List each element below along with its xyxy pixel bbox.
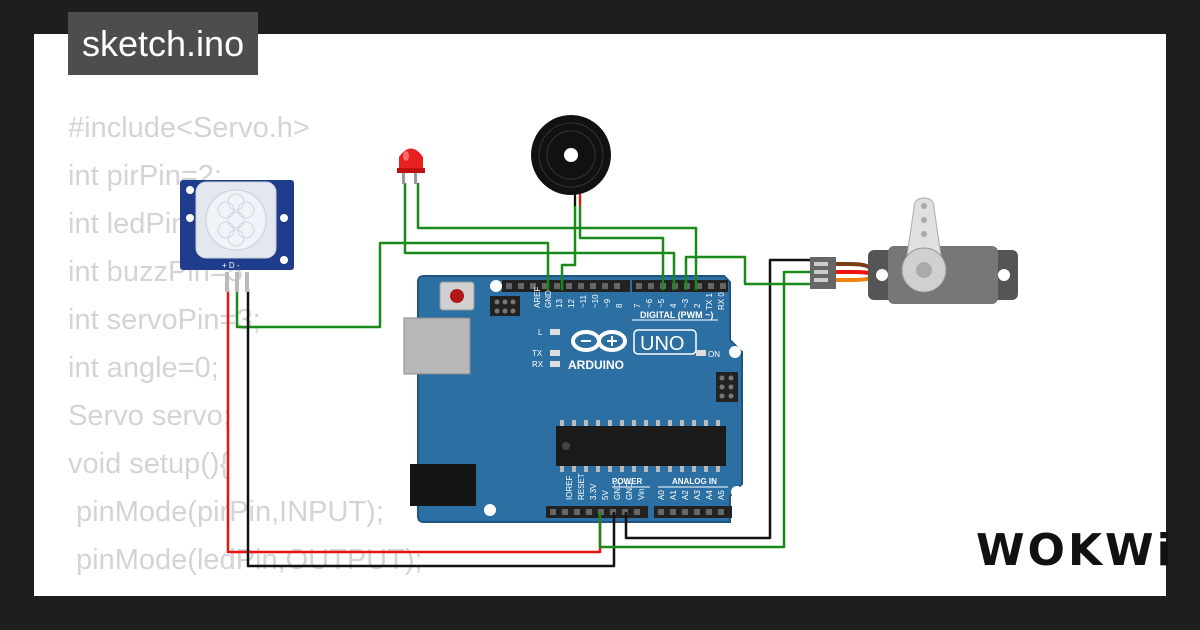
red-led[interactable] (397, 148, 425, 185)
pin-label: AREF (533, 287, 542, 308)
arduino-brand: ARDUINO (568, 358, 624, 372)
pin-label: GND (544, 290, 553, 308)
pin-label: 13 (555, 299, 564, 308)
pir-pin-labels: + D - (222, 261, 240, 270)
pir-sensor[interactable]: + D - (180, 180, 294, 292)
pin-label: A0 (657, 490, 666, 500)
rx-led-label: RX (532, 360, 544, 369)
code-line: pinMode(ledPin,OUTPUT); (68, 544, 423, 576)
pin-label: A5 (717, 490, 726, 500)
pin-label: A4 (705, 490, 714, 500)
pin-label: A2 (681, 490, 690, 500)
wire-pir-signal[interactable] (235, 241, 550, 329)
code-line: int angle=0; (68, 352, 219, 384)
uno-model: UNO (640, 333, 684, 355)
l-led (550, 329, 560, 335)
reset-button-cap (450, 289, 464, 303)
pin-label: ~6 (645, 298, 654, 308)
code-line: pinMode(pirPin,INPUT); (68, 496, 384, 528)
wires (226, 183, 816, 568)
wire-pir-ground[interactable] (246, 290, 616, 568)
wire-servo-power[interactable] (598, 270, 816, 549)
pin-label: TX 1 (705, 293, 714, 310)
pin-label: 5V (601, 490, 610, 500)
digital-label: DIGITAL (PWM ~) (640, 310, 713, 320)
wire-led-ground[interactable] (416, 183, 698, 290)
tx-led-label: TX (532, 349, 543, 358)
pin-label: RESET (577, 473, 586, 500)
pin-label: 2 (693, 303, 702, 308)
header-power (546, 506, 648, 518)
power-jack (410, 464, 476, 506)
pin-label: 4 (669, 303, 678, 308)
pin-label: ~11 (579, 294, 588, 308)
atmega-chip (556, 426, 726, 466)
pin-label: GND (613, 482, 622, 500)
code-line: int servoPin=3; (68, 304, 261, 336)
pin-label: A1 (669, 490, 678, 500)
rx-led (550, 361, 560, 367)
arduino-uno-board[interactable]: AREF GND 13 12 ~11 ~10 ~9 8 7 ~6 ~5 4 ~3… (403, 275, 743, 523)
pin-label: 12 (567, 299, 576, 308)
wire-buzzer-signal[interactable] (578, 196, 665, 290)
pin-label: ~9 (603, 298, 612, 308)
analog-label: ANALOG IN (672, 477, 717, 486)
pin-label: ~5 (657, 298, 666, 308)
pin-label: 7 (633, 303, 642, 308)
code-preview: #include<Servo.h>int pirPin=2;int ledPin… (68, 104, 445, 596)
pin-label: ~10 (591, 294, 600, 308)
buzzer[interactable] (531, 115, 611, 206)
wire-buzzer-ground[interactable] (560, 196, 577, 290)
arduino-logo-icon (571, 330, 627, 352)
wire-servo-ground[interactable] (624, 258, 816, 540)
code-line: #include<Servo.h> (68, 112, 310, 144)
pin-label: 8 (615, 303, 624, 308)
pin-label: A3 (693, 490, 702, 500)
wire-led-signal[interactable] (403, 183, 676, 290)
power-label: POWER (612, 477, 642, 486)
on-label: ON (708, 350, 720, 359)
code-line: void setup(){ (68, 448, 230, 480)
sketch-title: sketch.ino (68, 12, 259, 75)
wire-servo-signal[interactable] (684, 255, 816, 290)
pin-label: Vin (637, 489, 646, 500)
pin-label: ~3 (681, 298, 690, 308)
on-led (696, 350, 706, 356)
usb-port (403, 317, 471, 375)
pin-label: 3.3V (589, 483, 598, 500)
pin-label: IOREF (565, 475, 574, 500)
l-led-label: L (538, 328, 543, 337)
pin-label: RX 0 (717, 292, 726, 310)
tx-led (550, 350, 560, 356)
servo-motor[interactable] (810, 197, 1018, 304)
wokwi-logo: WOKWi (976, 525, 1175, 576)
code-line: pinMode(buzzPin,OUTPUT); (68, 584, 445, 596)
header-digital-low (632, 280, 728, 292)
code-line: Servo servo; (68, 400, 231, 432)
pin-label: GND (625, 482, 634, 500)
